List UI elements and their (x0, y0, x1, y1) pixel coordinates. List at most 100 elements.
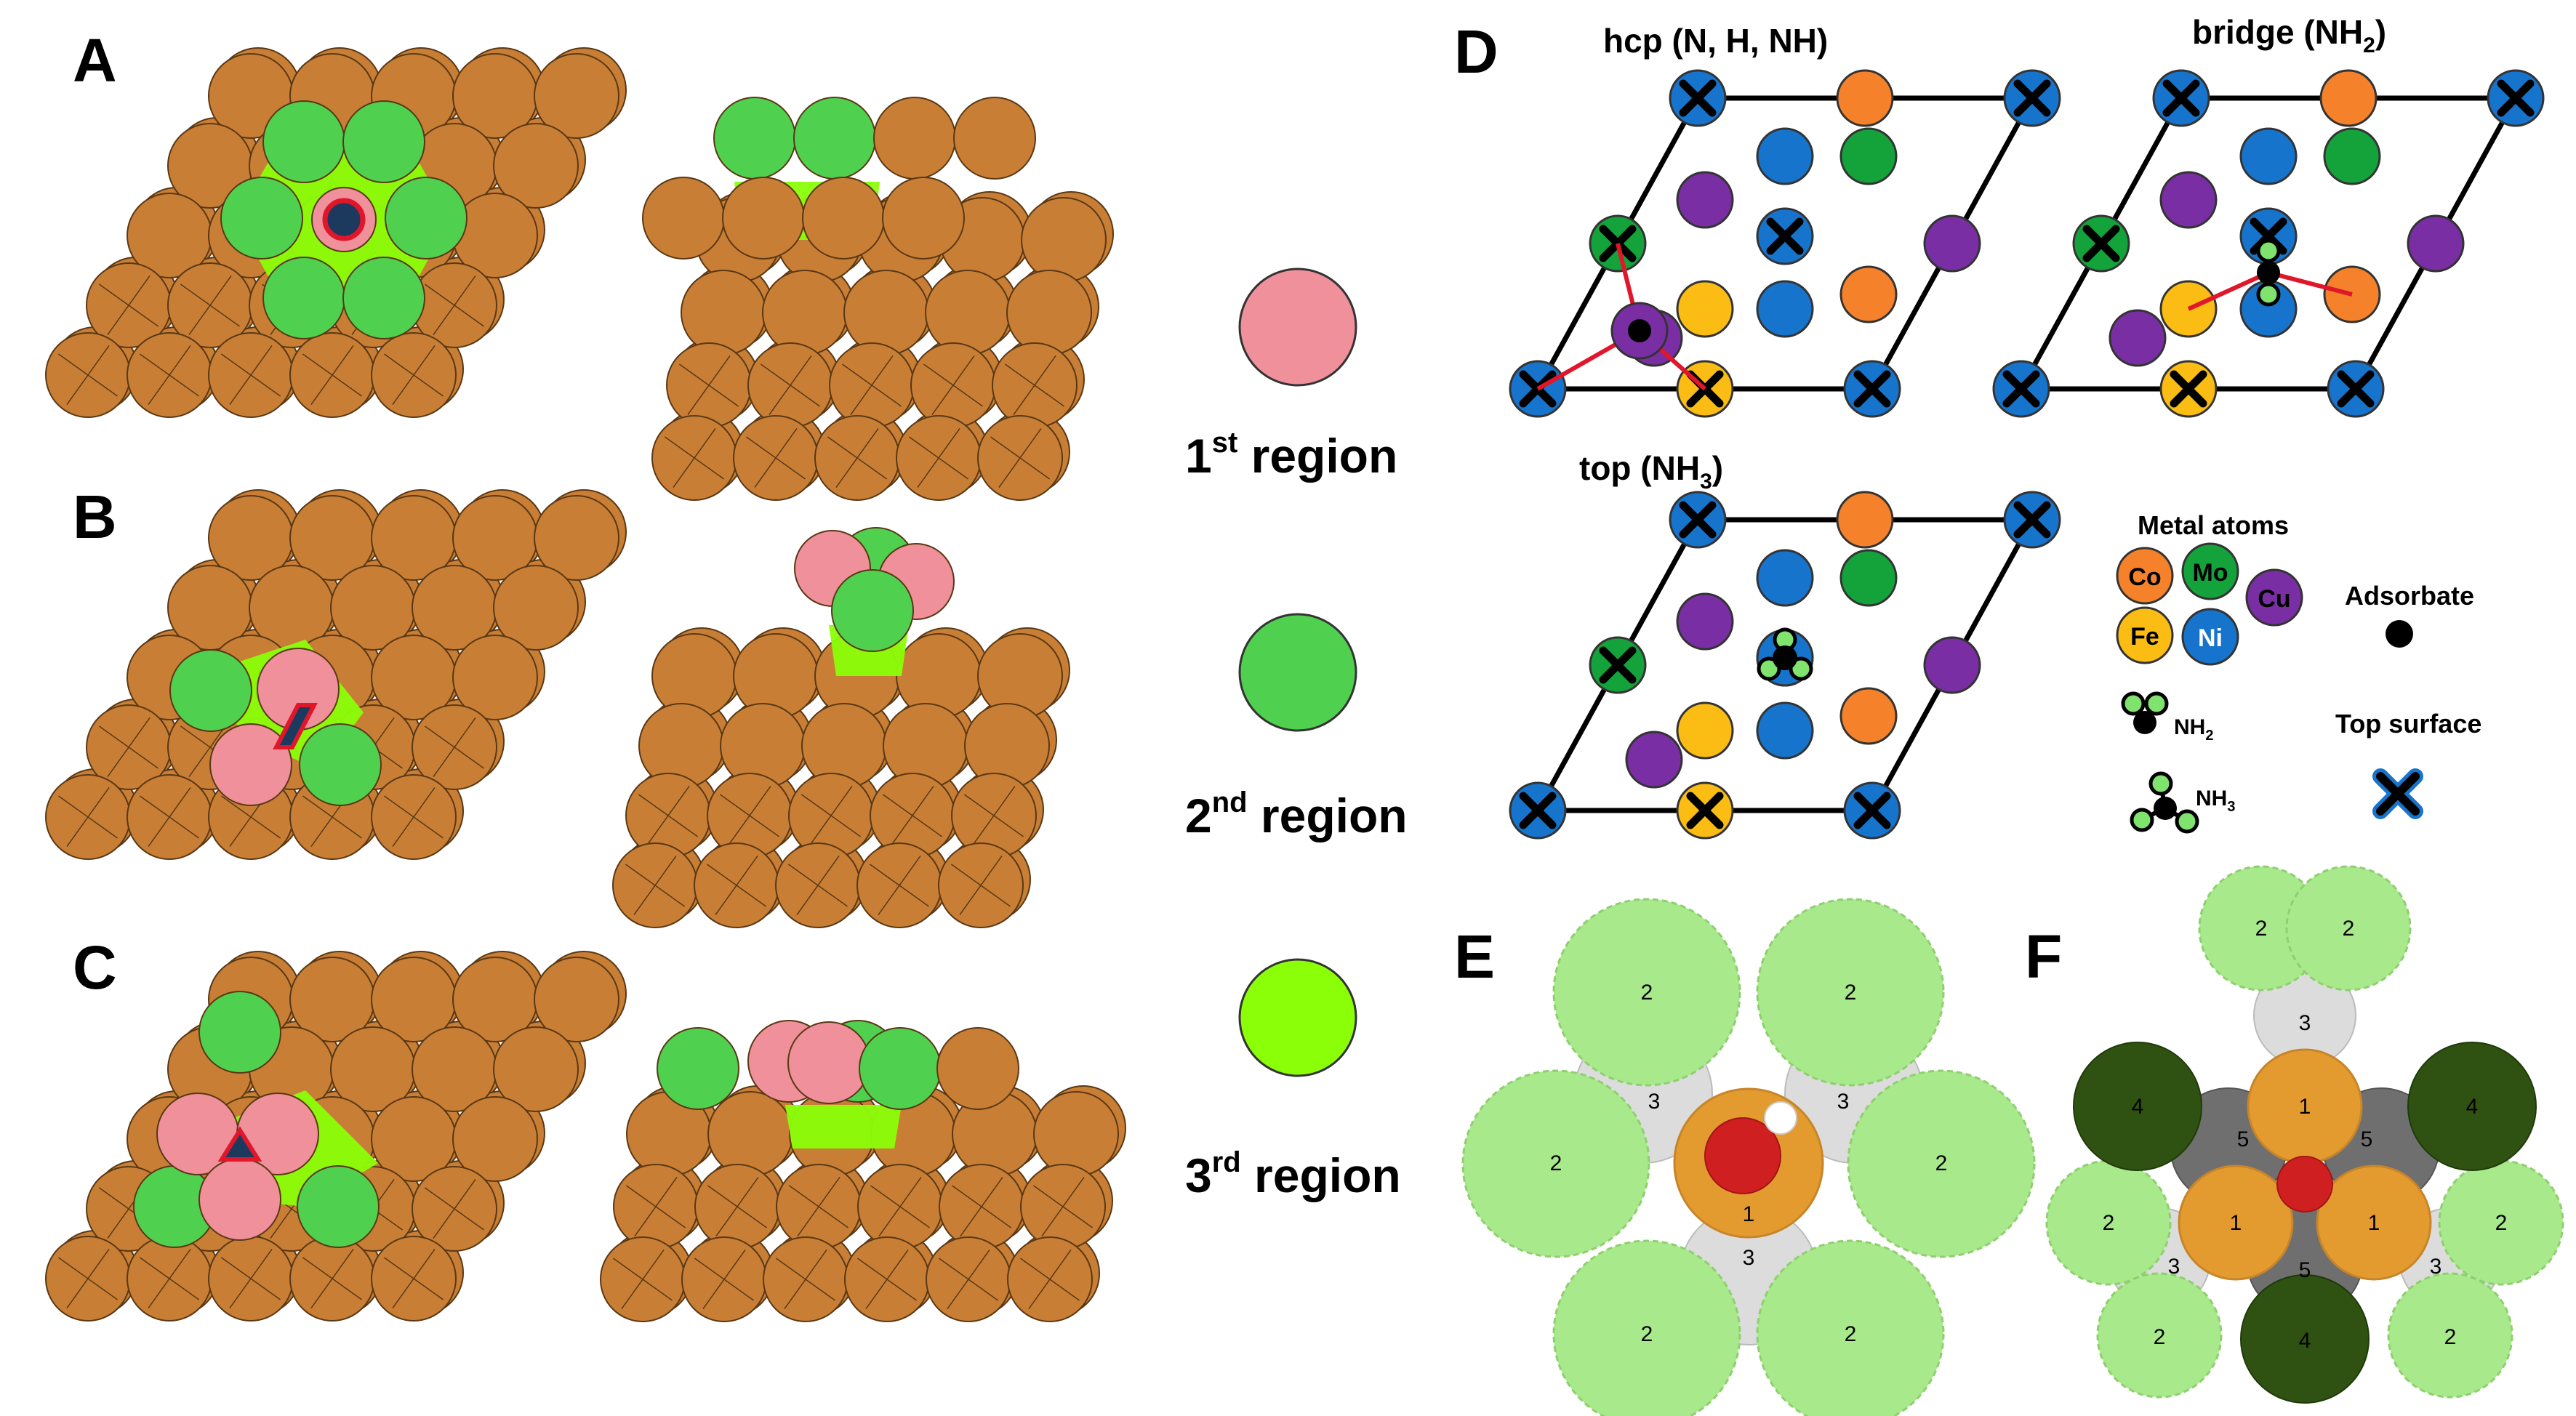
hatch-line (673, 427, 716, 488)
top-surface-cross (2082, 225, 2120, 262)
substrate-atom (493, 1026, 579, 1112)
substrate-atom (936, 1027, 1019, 1110)
panel-d: hcp (N, H, NH) bridge (NH2) top (NH3) Me… (1509, 13, 2545, 840)
region-number-label: 2 (1845, 1322, 1857, 1346)
adsorbate-dot (2257, 261, 2280, 284)
region2-site (2045, 1159, 2172, 1286)
region2-atom (342, 100, 425, 183)
cu-atom (1676, 171, 1734, 229)
region2-atom (299, 723, 382, 806)
region1-site (2316, 1164, 2432, 1281)
substrate-atom (1033, 1091, 1119, 1177)
hatch-line (891, 785, 934, 846)
region2-site (1552, 1239, 1741, 1416)
cu-atom-swatch (2245, 568, 2303, 627)
region2-atom (385, 177, 468, 260)
substrate-atom (1006, 270, 1092, 355)
nh2-icon (2121, 691, 2169, 734)
region1-label: 1st region (1185, 427, 1397, 483)
nh2-hydrogen (2256, 282, 2281, 307)
substrate-atom (534, 53, 619, 139)
hatch-line (107, 275, 151, 336)
region2-atom (198, 991, 281, 1074)
adsorbate-swatch (2386, 620, 2413, 648)
hatch-line (148, 787, 191, 848)
region2-atom (297, 1165, 380, 1248)
hatch-line (229, 345, 273, 406)
hatch-line (809, 785, 853, 846)
top-surface-cross (1519, 792, 1557, 829)
top-surface-cross (1686, 792, 1724, 829)
ni-atom (1756, 701, 1814, 760)
adsorbate-marker (273, 703, 318, 749)
region-number-label: 1 (1743, 1202, 1755, 1226)
top-surface-cross (2013, 501, 2051, 539)
substrate-atom (681, 270, 766, 355)
bridge-title: bridge (NH2) (2192, 13, 2386, 57)
substrate-atom (534, 495, 619, 581)
region-number-label: 3 (2299, 1011, 2311, 1035)
region-number-label: 2 (1641, 981, 1653, 1005)
region-number-label: 2 (1935, 1151, 1948, 1175)
region-number-label: 4 (2132, 1095, 2144, 1119)
region2-atom (262, 257, 345, 339)
region2-atom (262, 100, 345, 183)
region-number-label: 5 (2299, 1258, 2311, 1282)
hatch-line (392, 1248, 436, 1309)
cu-atom (1923, 636, 1981, 694)
hatch-line (1041, 1176, 1085, 1237)
panel-letter-b: B (73, 483, 117, 551)
mo-atom-label: Mo (2192, 559, 2228, 587)
region1-atom (198, 1158, 281, 1241)
hatch-line (646, 785, 690, 846)
nh3-icon (2130, 771, 2199, 834)
bridge-unit-cell (1992, 69, 2545, 418)
region-number-label: 2 (1550, 1151, 1562, 1175)
substrate-atom (493, 565, 579, 651)
region2-atom (657, 1027, 739, 1110)
region-number-label: 1 (2368, 1211, 2380, 1235)
region2-site (2387, 1272, 2513, 1399)
top-surface-cross (2337, 370, 2375, 408)
hatch-line (621, 1249, 665, 1310)
bond-line (2268, 270, 2353, 297)
substrate-atom (452, 635, 538, 720)
panel-letter-c: C (73, 933, 117, 1002)
nh3-label: NH3 (2196, 787, 2235, 815)
substrate-atom (873, 97, 956, 180)
ni-atom-label: Ni (2198, 624, 2223, 652)
hatch-line (960, 1176, 1003, 1237)
ni-atom (1756, 280, 1814, 338)
hatch-line (797, 1176, 840, 1237)
ni-atom (1756, 549, 1814, 607)
top-surface-cross (1599, 646, 1637, 684)
fe-atom (1676, 701, 1734, 760)
hatch-line (754, 427, 798, 488)
hatch-line (433, 1178, 476, 1239)
region3-label: 3rd region (1185, 1146, 1401, 1202)
region-number-label: 2 (2495, 1211, 2508, 1235)
hatch-line (972, 785, 1016, 846)
hatch-line (1013, 355, 1056, 416)
hatch-line (634, 1176, 678, 1237)
panel-b-top-view (45, 489, 627, 860)
region-number-label: 2 (2154, 1325, 2166, 1349)
region2-atom (831, 569, 914, 652)
top-surface-cross (1853, 370, 1891, 408)
substrate-atom (493, 123, 579, 209)
adsorbate-site (2276, 1156, 2333, 1212)
hatch-line (917, 427, 960, 488)
cu-atom (1625, 731, 1683, 789)
top-unit-cell (1509, 491, 2061, 840)
panel-b-side-view (612, 527, 1070, 928)
hatch-line (947, 1249, 990, 1310)
panel-d-key: Metal atoms Co Mo Cu Fe Ni Adsorbate NH2 (2116, 510, 2481, 834)
hatch-line (878, 1176, 922, 1237)
hatch-line (188, 275, 232, 336)
region2-site (1847, 1069, 2036, 1258)
region2-label: 2nd region (1185, 787, 1408, 842)
region2-site (1552, 898, 1741, 1087)
hatch-line (392, 345, 436, 406)
